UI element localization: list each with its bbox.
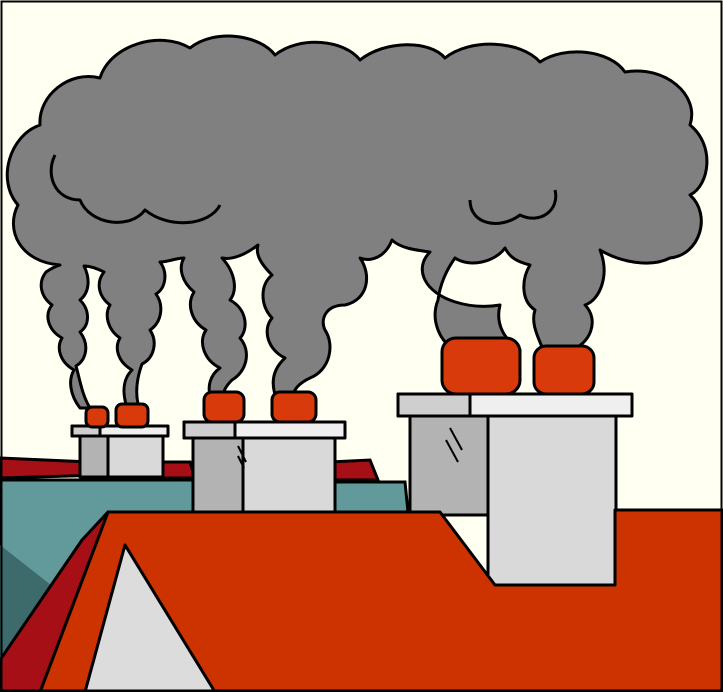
dark-red-roof-strip-3 [328,458,381,482]
chimney-pot-2 [114,402,150,429]
chimney-pot-6 [532,344,596,396]
chimney-middle [182,390,347,518]
chimney-pot-1 [84,405,110,429]
smoke-cloud [5,34,709,410]
chimney-left [70,402,170,479]
red-roof-front [0,508,723,692]
teal-roof-middle [328,480,410,514]
dark-red-roof-strip-2 [158,460,198,480]
chimney-right [396,336,634,587]
chimney-pot-5 [440,336,522,396]
chimney-pot-4 [270,390,318,424]
gable-wall [83,543,217,692]
chimney-pot-3 [202,390,246,424]
